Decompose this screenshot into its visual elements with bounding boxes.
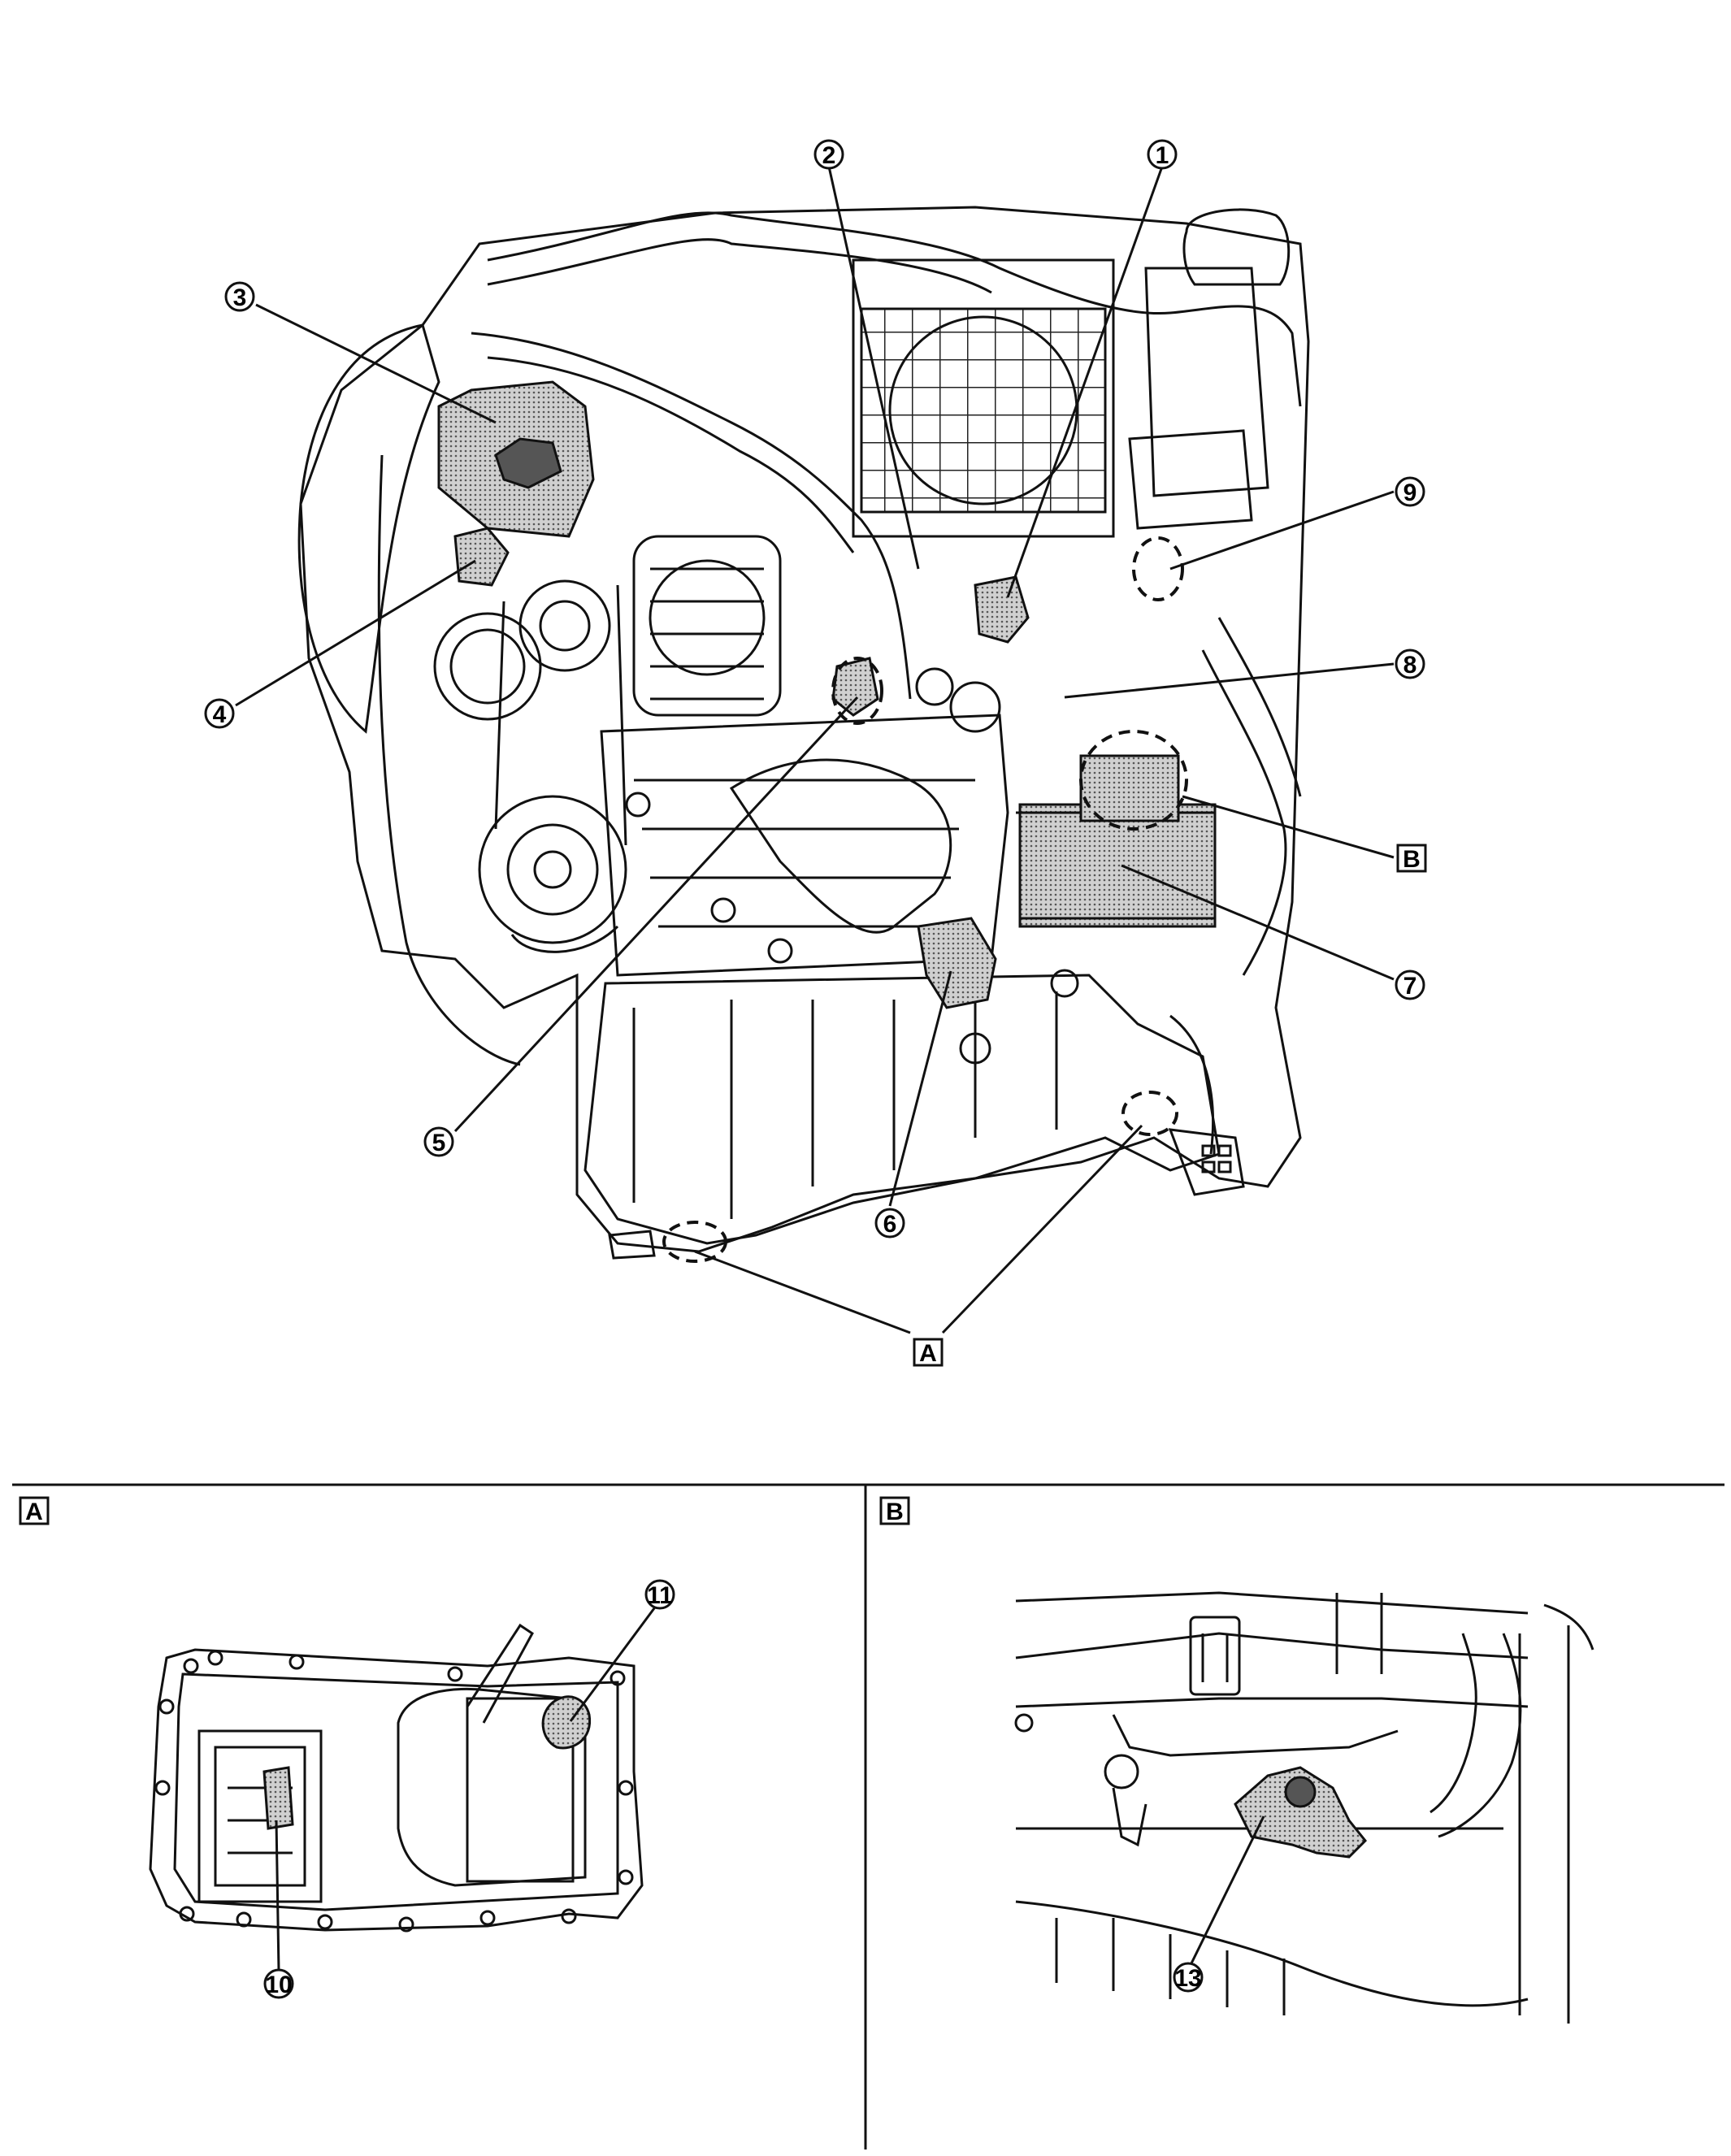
callouts-main: 1 2 3 4 5 6 7 8 [204, 139, 1425, 1239]
svg-text:A: A [919, 1340, 937, 1367]
hose-curve [1429, 1633, 1522, 1838]
drive-belt [494, 584, 627, 953]
leader-lines-a [275, 1604, 658, 1972]
alternator [632, 535, 782, 717]
detail-circle-5 [831, 657, 883, 725]
svg-text:5: 5 [432, 1130, 446, 1156]
view-label-a-panel: A [19, 1496, 50, 1525]
engine-outline [299, 206, 1310, 1253]
panel-dividers [12, 1483, 1724, 2149]
leader-line-13 [1189, 1815, 1265, 1966]
callout-2: 2 [813, 139, 844, 170]
crank-pulley [478, 795, 627, 944]
svg-text:7: 7 [1403, 973, 1417, 1000]
component-13-sensor [1234, 1766, 1368, 1859]
callout-11: 11 [644, 1579, 675, 1610]
svg-text:A: A [25, 1499, 43, 1525]
view-label-a-main: A [913, 1338, 944, 1367]
oil-pan [584, 974, 1221, 1245]
svg-text:6: 6 [883, 1211, 897, 1238]
dipstick-tube [377, 454, 521, 1066]
component-7-starter [1018, 803, 1217, 928]
callout-3: 3 [224, 281, 255, 312]
component-4-sensor [453, 527, 510, 587]
svg-text:13: 13 [1174, 1965, 1201, 1992]
idler-pulley [518, 579, 611, 672]
leader-lines [235, 166, 1395, 1334]
detail-circle-a-left [662, 1221, 727, 1263]
intake-pipe-upper [487, 211, 1302, 407]
panel-a: A 11 10 [19, 1496, 675, 1999]
component-10-sensor [262, 1766, 294, 1830]
panel-b: B 13 [879, 1496, 1594, 2024]
svg-text:9: 9 [1403, 479, 1417, 506]
view-label-b-main: B [1396, 844, 1427, 873]
intake-pipe-lower [471, 332, 912, 700]
callout-13: 13 [1173, 1962, 1204, 1993]
svg-text:B: B [1403, 846, 1421, 873]
hose-clamp [1189, 1616, 1241, 1696]
component-7-solenoid [1079, 754, 1180, 822]
callout-9: 9 [1395, 476, 1425, 507]
callout-4: 4 [204, 698, 235, 729]
detail-circle-b [1079, 730, 1188, 831]
detail-circle-9 [1132, 536, 1184, 601]
svg-text:2: 2 [822, 142, 836, 169]
view-label-b-panel: B [879, 1496, 910, 1525]
filter-canister [1182, 208, 1291, 286]
engine-illustration [297, 206, 1310, 1260]
callout-7: 7 [1395, 970, 1425, 1000]
svg-text:4: 4 [213, 701, 227, 728]
callout-5: 5 [423, 1126, 454, 1157]
intake-port [433, 612, 542, 721]
dipstick-tube-detail [466, 1623, 534, 1724]
intercooler-grid [860, 307, 1107, 514]
callout-10: 10 [263, 1968, 294, 1999]
svg-text:3: 3 [233, 284, 247, 311]
oil-pan-top-view [149, 1623, 644, 1933]
component-6-sensor [917, 917, 997, 1009]
svg-text:10: 10 [265, 1972, 292, 1998]
timing-cover [297, 323, 440, 734]
svg-text:11: 11 [647, 1582, 673, 1609]
detail-circle-a-right [1121, 1091, 1178, 1136]
mount-bracket [1168, 1128, 1245, 1196]
component-1-sensor [974, 575, 1030, 644]
detail-markers [662, 536, 1188, 1263]
engine-block [600, 714, 1009, 977]
callout-6: 6 [874, 1208, 905, 1239]
callout-8: 8 [1395, 649, 1425, 679]
svg-text:1: 1 [1156, 142, 1169, 169]
intercooler-center [888, 315, 1078, 505]
callout-1: 1 [1147, 139, 1178, 170]
svg-text:B: B [886, 1499, 904, 1525]
svg-text:8: 8 [1403, 652, 1417, 679]
